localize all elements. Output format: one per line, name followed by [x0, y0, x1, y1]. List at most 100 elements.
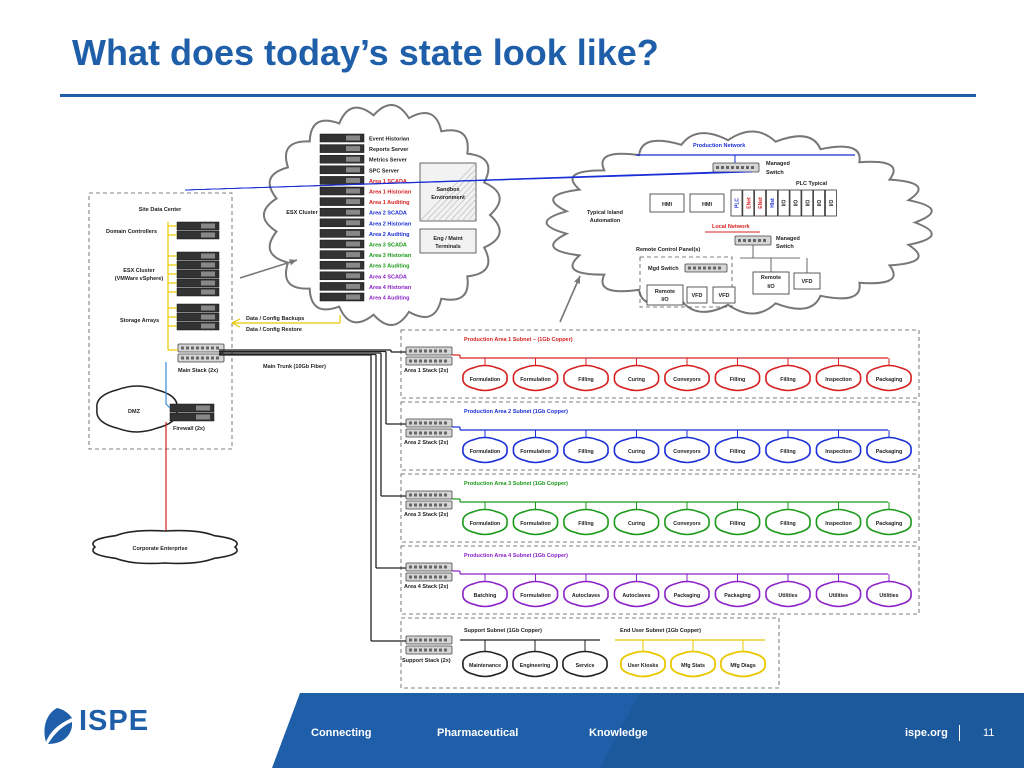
switch-port-icon [434, 359, 437, 363]
subnet-title: Production Area 3 Subnet (1Gb Copper) [464, 481, 568, 487]
server-bay-icon [201, 262, 215, 268]
switch-port-icon [424, 503, 427, 507]
remote-control-panel-boundary [639, 256, 733, 308]
vm-server-icon [319, 186, 365, 196]
server-bay-icon [196, 405, 210, 411]
support-cloud [462, 650, 508, 678]
switch-port-icon [196, 346, 199, 350]
firewall-label: Firewall (2x) [173, 426, 205, 432]
switch-port-icon [414, 421, 417, 425]
cell-cloud [866, 580, 912, 608]
switch-port-icon [419, 503, 422, 507]
cell-cloud-label: Utilities [778, 593, 797, 599]
cell-cloud-label: Formulation [470, 449, 501, 455]
switch-port-icon [409, 565, 412, 569]
cell-cloud [815, 508, 862, 536]
enduser-cloud-label: User Kiosks [628, 663, 659, 669]
esx-cluster-label: ESX Cluster [123, 268, 155, 274]
cell-cloud-label: Conveyors [673, 377, 700, 383]
cell-cloud [512, 508, 559, 536]
switch-port-icon [439, 421, 442, 425]
switch-port-icon [429, 565, 432, 569]
cell-cloud-label: Packaging [876, 377, 903, 383]
cell-cloud-label: Filling [730, 449, 746, 455]
cell-cloud-label: Packaging [876, 449, 903, 455]
switch-port-icon [713, 266, 716, 270]
cell-cloud-label: Inspection [825, 521, 852, 527]
server-bay-icon [346, 135, 360, 141]
switch-port-icon [429, 359, 432, 363]
cell-cloud [563, 580, 609, 608]
server-bay-icon [346, 156, 360, 162]
switch-port-icon [698, 266, 701, 270]
switch-port-icon [216, 356, 219, 360]
switch-port-icon [424, 349, 427, 353]
remote-control-panel-label: Remote Control Panel(s) [636, 247, 700, 253]
plc-module-label: PLC [735, 198, 741, 208]
cell-cloud-label: Autoclaves [622, 593, 650, 599]
plc-module-label: HIst [770, 198, 776, 208]
switch-port-icon [419, 493, 422, 497]
switch-port-icon [419, 421, 422, 425]
server-bay-icon [201, 223, 215, 229]
footer-knowledge: Knowledge [589, 727, 648, 739]
switch-port-icon [434, 503, 437, 507]
vm-server-label: Area 4 SCADA [369, 274, 407, 280]
switch-port-icon [434, 648, 437, 652]
switch-port-icon [721, 166, 724, 169]
hatch-line [461, 204, 477, 222]
cell-cloud-label: Formulation [470, 521, 501, 527]
vm-server-icon [319, 239, 365, 249]
enduser-cloud-label: Mfg Diags [730, 663, 755, 669]
switch-port-icon [211, 356, 214, 360]
cell-cloud [765, 580, 811, 608]
switch-port-icon [419, 638, 422, 642]
server-bay-icon [346, 188, 360, 194]
switch-port-icon [181, 346, 184, 350]
hatch-line [419, 162, 477, 222]
vm-server-label: Area 4 Historian [369, 285, 412, 291]
hmi-label: HMI [662, 202, 673, 208]
cell-cloud-label: Autoclaves [572, 593, 600, 599]
cell-cloud [714, 364, 761, 392]
server-bay-icon [201, 253, 215, 259]
server-bay-icon [201, 271, 215, 277]
switch-port-icon [424, 648, 427, 652]
footer-site-link[interactable]: ispe.org [905, 727, 948, 739]
footer-pharmaceutical: Pharmaceutical [437, 727, 519, 739]
vfd-label: VFD [802, 279, 813, 285]
server-bay-icon [346, 146, 360, 152]
switch-port-icon [419, 431, 422, 435]
switch-port-icon [429, 431, 432, 435]
switch-port-icon [216, 346, 219, 350]
cell-cloud-label: Formulation [520, 449, 551, 455]
switch-port-icon [434, 565, 437, 569]
switch-port-icon [414, 493, 417, 497]
plc-module-label: I/O [805, 200, 811, 207]
switch-port-icon [748, 239, 751, 242]
switch-port-icon [409, 638, 412, 642]
footer-connecting: Connecting [311, 727, 372, 739]
cell-cloud [613, 508, 660, 536]
cell-cloud [866, 508, 912, 536]
switch-port-icon [716, 166, 719, 169]
switch-port-icon [741, 166, 744, 169]
switch-port-icon [186, 346, 189, 350]
server-bay-icon [346, 199, 360, 205]
sandbox-env-label: Environment [431, 195, 465, 201]
vm-server-label: Area 1 Auditing [369, 200, 409, 206]
cell-cloud-label: Formulation [520, 521, 551, 527]
support-cloud-label: Service [576, 663, 595, 669]
remote-io-label: Remote [655, 289, 675, 295]
cell-cloud-label: Inspection [825, 377, 852, 383]
server-bay-icon [201, 280, 215, 286]
support-cloud-label: Engineering [520, 663, 551, 669]
support-stack-label: Support Stack (2x) [402, 658, 451, 664]
switch-port-icon [191, 356, 194, 360]
area-stack-label: Area 4 Stack (2x) [404, 584, 448, 590]
vm-server-label: Area 2 Auditing [369, 232, 409, 238]
main-stack-label: Main Stack (2x) [178, 368, 218, 374]
server-bay-icon [346, 283, 360, 289]
restore-label: Data / Config Restore [246, 327, 302, 333]
